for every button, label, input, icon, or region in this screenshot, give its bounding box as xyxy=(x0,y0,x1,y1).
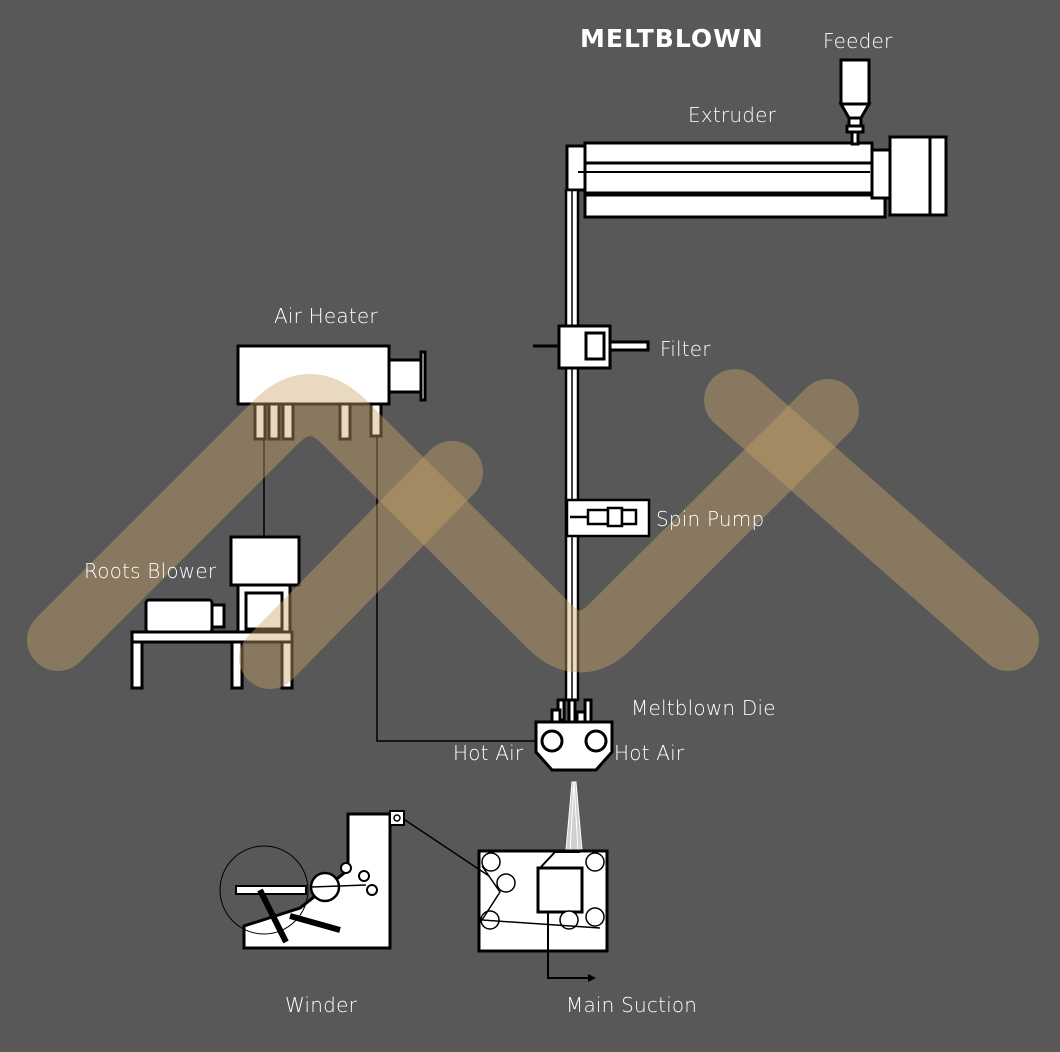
label-winder: Winder xyxy=(285,993,357,1017)
label-spin-pump: Spin Pump xyxy=(656,507,765,531)
feeder xyxy=(838,58,872,146)
watermark-logo xyxy=(27,369,1039,689)
diagram-title: MELTBLOWN xyxy=(580,24,764,53)
meltblown-die xyxy=(534,698,614,772)
filter xyxy=(533,324,650,370)
fabric-web xyxy=(401,817,490,877)
label-feeder: Feeder xyxy=(823,29,893,53)
label-extruder: Extruder xyxy=(688,103,777,127)
label-roots-blower: Roots Blower xyxy=(84,559,217,583)
roots-blower xyxy=(130,535,301,690)
extruder xyxy=(565,135,948,219)
air-heater xyxy=(236,344,427,441)
label-main-suction: Main Suction xyxy=(566,993,698,1017)
label-hot-air-right: Hot Air xyxy=(614,741,685,765)
hot-air-duct xyxy=(376,435,536,742)
label-hot-air-left: Hot Air xyxy=(453,741,524,765)
main-suction xyxy=(477,849,609,982)
label-meltblown-die: Meltblown Die xyxy=(631,696,776,720)
winder xyxy=(219,810,405,950)
label-air-heater: Air Heater xyxy=(274,304,378,328)
spin-pump xyxy=(565,498,651,538)
fiber-stream xyxy=(565,781,583,851)
label-filter: Filter xyxy=(660,337,711,361)
